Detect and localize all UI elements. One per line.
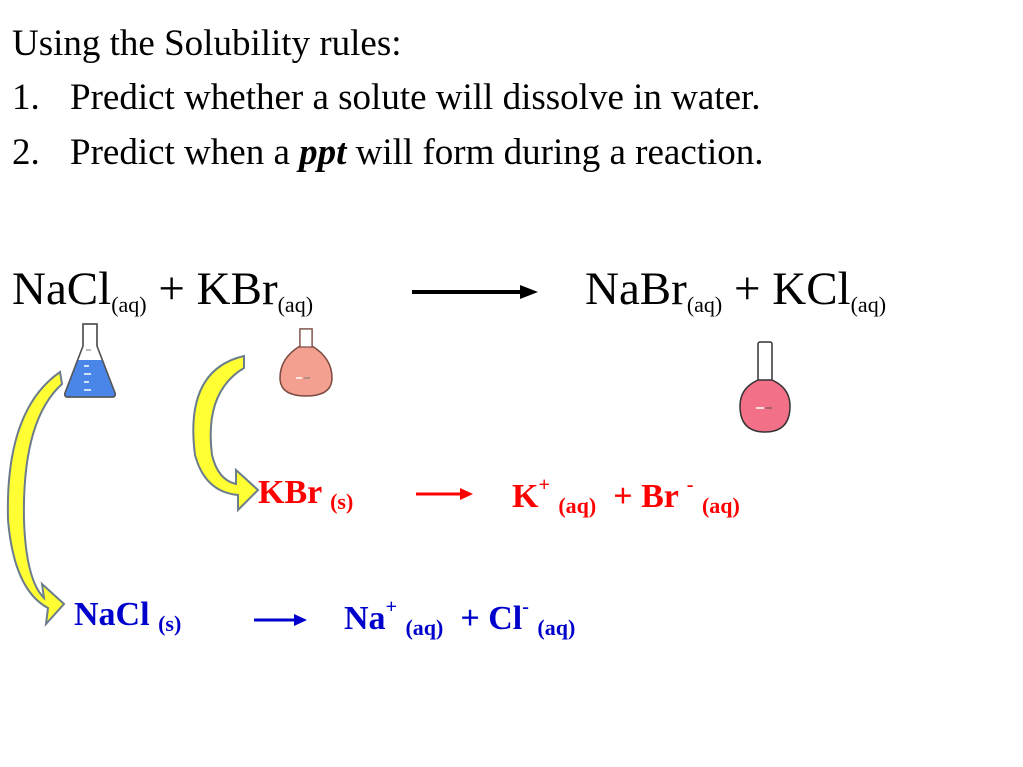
nacl-dissociation-products: Na+ (aq) + Cl- (aq) bbox=[344, 596, 575, 641]
chloride-ion-charge: - bbox=[522, 596, 529, 618]
nacl-formula: NaCl bbox=[74, 596, 150, 633]
intro-line: Using the Solubility rules: bbox=[12, 23, 402, 64]
kbr-dissociation-products: K+ (aq) + Br - (aq) bbox=[512, 474, 740, 519]
potassium-ion-state: (aq) bbox=[558, 493, 597, 518]
sodium-ion-state: (aq) bbox=[405, 615, 444, 640]
reactant-kbr-state: (aq) bbox=[277, 292, 314, 317]
nacl-dissociation-plus: + bbox=[460, 600, 480, 637]
sodium-ion: Na bbox=[344, 600, 386, 637]
equation-arrow-icon bbox=[412, 285, 538, 299]
rule-item-1-text: Predict whether a solute will dissolve i… bbox=[70, 77, 761, 118]
chloride-ion-state: (aq) bbox=[537, 615, 576, 640]
product-kcl-state: (aq) bbox=[850, 292, 887, 317]
rule-item-2-ppt: ppt bbox=[299, 132, 347, 173]
equation-products: NaBr(aq) + KCl(aq) bbox=[585, 262, 886, 318]
bromide-ion-charge: - bbox=[686, 474, 694, 496]
reactant-nacl-state: (aq) bbox=[111, 292, 147, 317]
potassium-ion: K bbox=[512, 478, 539, 515]
nacl-state: (s) bbox=[158, 611, 182, 636]
bromide-ion-state: (aq) bbox=[701, 493, 740, 518]
kbr-dissociation-reactant: KBr (s) bbox=[258, 474, 353, 515]
bromide-ion: Br bbox=[641, 478, 679, 515]
sodium-ion-charge: + bbox=[385, 596, 397, 618]
potassium-ion-charge: + bbox=[538, 474, 550, 496]
erlenmeyer-flask-salmon-icon bbox=[279, 328, 333, 397]
rule-item-2-after: will form during a reaction. bbox=[355, 132, 764, 173]
equation-plus-1: + bbox=[158, 263, 185, 315]
kbr-dissociation-plus: + bbox=[613, 478, 633, 515]
rule-item-1: 1. Predict whether a solute will dissolve… bbox=[12, 76, 761, 120]
product-kcl: KCl bbox=[772, 263, 851, 315]
kbr-state: (s) bbox=[330, 489, 354, 514]
product-nabr: NaBr bbox=[585, 263, 687, 315]
chloride-ion: Cl bbox=[488, 600, 523, 637]
kbr-dissociation-arrow-icon bbox=[416, 488, 473, 500]
florence-flask-pink-icon bbox=[739, 341, 791, 433]
equation-plus-2: + bbox=[733, 263, 761, 315]
rule-item-2-number: 2. bbox=[12, 132, 40, 173]
rule-item-2: 2. Predict when a ppt will form during a … bbox=[12, 131, 764, 175]
nacl-dissociation-arrow-icon bbox=[254, 614, 307, 626]
equation-reactants: NaCl(aq) + KBr(aq) bbox=[12, 262, 313, 318]
product-nabr-state: (aq) bbox=[686, 292, 723, 317]
kbr-formula: KBr bbox=[258, 474, 322, 511]
nacl-dissociation-reactant: NaCl (s) bbox=[74, 596, 181, 637]
reactant-nacl: NaCl bbox=[12, 263, 112, 315]
rule-item-1-number: 1. bbox=[12, 77, 40, 118]
rule-item-2-before: Predict when a bbox=[70, 132, 290, 173]
erlenmeyer-flask-blue-icon bbox=[64, 323, 116, 398]
reactant-kbr: KBr bbox=[196, 263, 278, 315]
